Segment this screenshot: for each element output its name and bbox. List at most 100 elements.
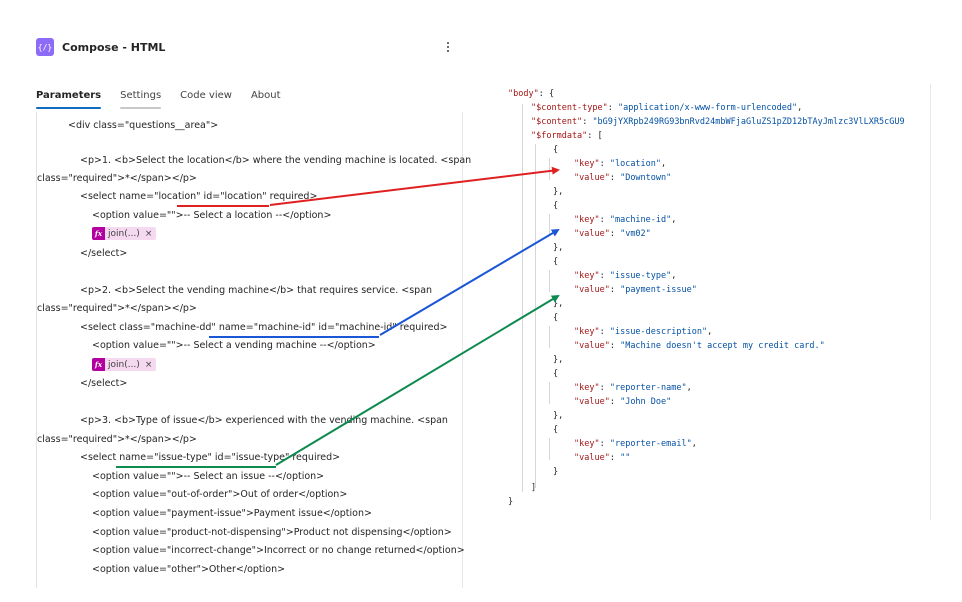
json-value: "reporter-email" xyxy=(609,439,692,449)
json-divider xyxy=(930,84,931,520)
token-label: join(...) xyxy=(108,359,140,370)
json-line: "value": "Machine doesn't accept my cred… xyxy=(574,341,825,351)
issue-type-underline xyxy=(116,466,276,468)
code-line: <option value="out-of-order">Out of orde… xyxy=(92,489,348,500)
json-key: "key" xyxy=(574,383,600,393)
code-line: <option value="other">Other</option> xyxy=(92,564,286,575)
json-output-panel xyxy=(500,84,930,520)
json-line: "body": { xyxy=(508,89,555,99)
json-key: "key" xyxy=(574,271,600,281)
json-brace: { xyxy=(553,313,559,323)
json-bracket: ] xyxy=(531,483,537,493)
close-icon[interactable]: × xyxy=(144,228,153,239)
function-icon: fx xyxy=(92,227,105,240)
json-line: "value": "payment-issue" xyxy=(574,285,697,295)
code-line: class="required">*</span></p> xyxy=(37,434,197,445)
json-key: "value" xyxy=(574,397,610,407)
expression-token[interactable]: fx join(...) × xyxy=(92,227,157,240)
indent-guide xyxy=(522,104,523,492)
json-brace: }, xyxy=(553,411,564,421)
indent-guide xyxy=(549,382,550,404)
json-key: "key" xyxy=(574,439,600,449)
function-icon: fx xyxy=(92,358,105,371)
token-label: join(...) xyxy=(108,228,140,239)
tab-about[interactable]: About xyxy=(250,90,281,101)
json-brace: }, xyxy=(553,243,564,253)
code-line: <option value="">-- Select an issue --</… xyxy=(92,471,325,482)
json-value: "payment-issue" xyxy=(620,285,697,295)
json-line: "key": "issue-type", xyxy=(574,271,677,281)
json-brace: }, xyxy=(553,299,564,309)
json-line: "key": "reporter-name", xyxy=(574,383,692,393)
json-key: "$content" xyxy=(531,117,583,127)
tab-code-view[interactable]: Code view xyxy=(180,90,232,101)
json-key: "$formdata" xyxy=(531,131,588,141)
json-key: "value" xyxy=(574,229,610,239)
json-line: "value": "John Doe" xyxy=(574,397,672,407)
code-line: </select> xyxy=(80,248,128,259)
indent-guide xyxy=(535,144,536,488)
json-line: "key": "machine-id", xyxy=(574,215,677,225)
code-line: <option value="product-not-dispensing">P… xyxy=(92,527,452,538)
json-key: "value" xyxy=(574,341,610,351)
json-line: "key": "reporter-email", xyxy=(574,439,697,449)
json-line: "value": "vm02" xyxy=(574,229,651,239)
code-line: <option value="incorrect-change">Incorre… xyxy=(92,545,465,556)
code-line: </select> xyxy=(80,378,128,389)
json-key: "value" xyxy=(574,285,610,295)
json-brace: { xyxy=(553,369,559,379)
json-key: "value" xyxy=(574,173,610,183)
more-options-icon[interactable] xyxy=(442,38,454,56)
indent-guide xyxy=(549,214,550,236)
code-line: <option value="">-- Select a vending mac… xyxy=(92,340,376,351)
json-value: "issue-description" xyxy=(609,327,708,337)
code-line: <option value="">-- Select a location --… xyxy=(92,210,332,221)
json-brace: { xyxy=(553,425,559,435)
json-brace: { xyxy=(553,257,559,267)
json-line: "$content": "bG9jYXRpb249RG93bnRvd24mbWF… xyxy=(531,117,905,127)
tab-parameters[interactable]: Parameters xyxy=(36,90,102,109)
json-brace: { xyxy=(553,145,559,155)
json-line: "$content-type": "application/x-www-form… xyxy=(531,103,803,113)
indent-guide xyxy=(549,270,550,292)
json-brace: } xyxy=(553,467,559,477)
code-line: <p>3. <b>Type of issue</b> experienced w… xyxy=(80,415,448,426)
code-icon: {/} xyxy=(36,38,54,56)
code-line: <p>1. <b>Select the location</b> where t… xyxy=(80,155,472,166)
code-line: <p>2. <b>Select the vending machine</b> … xyxy=(80,285,433,296)
close-icon[interactable]: × xyxy=(144,359,153,370)
json-brace: }, xyxy=(553,355,564,365)
json-value: "" xyxy=(620,453,631,463)
indent-guide xyxy=(549,158,550,180)
json-value: "John Doe" xyxy=(620,397,672,407)
json-brace: { xyxy=(553,201,559,211)
json-line: "$formdata": [ xyxy=(531,131,603,141)
json-value: "bG9jYXRpb249RG93bnRvd24mbWFjaGluZS1pZD1… xyxy=(592,117,905,127)
location-underline xyxy=(177,205,269,207)
tab-bar: Parameters Settings Code view About xyxy=(36,90,300,109)
json-key: "value" xyxy=(574,453,610,463)
code-line: <select name="location" id="location" re… xyxy=(80,191,318,202)
expression-token[interactable]: fx join(...) × xyxy=(92,358,157,371)
code-line: <select class="machine-dd" name="machine… xyxy=(80,322,448,333)
json-brace: }, xyxy=(553,187,564,197)
json-key: "key" xyxy=(574,159,600,169)
json-value: "machine-id" xyxy=(609,215,672,225)
json-value: "Downtown" xyxy=(620,173,672,183)
json-value: "vm02" xyxy=(620,229,651,239)
json-value: "reporter-name" xyxy=(609,383,687,393)
code-line: <option value="payment-issue">Payment is… xyxy=(92,508,372,519)
json-value: "Machine doesn't accept my credit card." xyxy=(620,341,825,351)
code-line: <div class="questions__area"> xyxy=(68,120,219,131)
json-line: "key": "issue-description", xyxy=(574,327,713,337)
json-key: "$content-type" xyxy=(531,103,608,113)
editor-divider xyxy=(462,112,463,588)
json-line: "value": "" xyxy=(574,453,631,463)
tab-settings[interactable]: Settings xyxy=(120,90,162,109)
json-value: "location" xyxy=(609,159,662,169)
json-brace: } xyxy=(508,497,514,507)
action-title: Compose - HTML xyxy=(62,40,166,54)
json-body-key: "body" xyxy=(508,89,539,99)
code-line: class="required">*</span></p> xyxy=(37,173,197,184)
html-editor[interactable] xyxy=(36,112,462,588)
